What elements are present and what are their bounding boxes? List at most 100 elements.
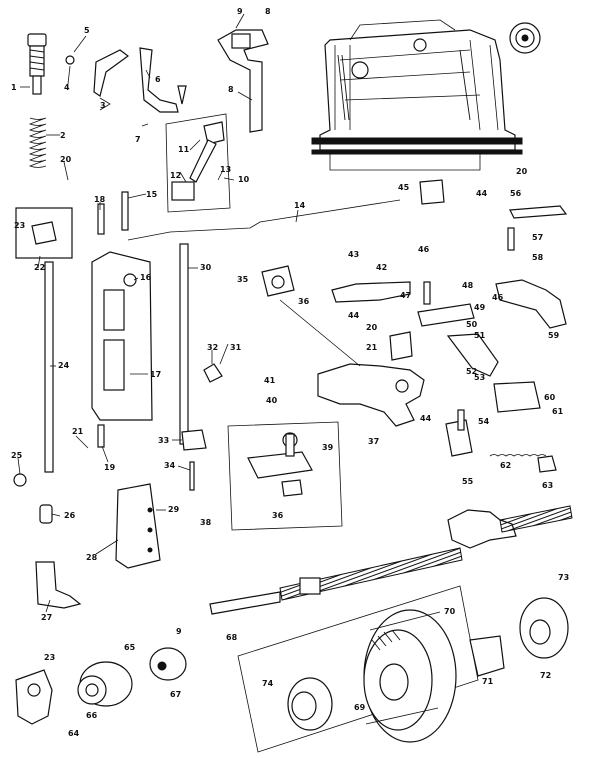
part-label-71: 71 [482, 677, 494, 686]
part-label-43: 43 [348, 250, 359, 259]
part-label-32: 32 [207, 343, 218, 352]
part-label-44-top: 44 [476, 189, 488, 198]
part-label-19: 19 [104, 463, 116, 472]
part-label-13: 13 [220, 165, 231, 174]
part-label-62: 62 [500, 461, 511, 470]
part-label-65: 65 [124, 643, 136, 652]
part-label-48: 48 [462, 281, 474, 290]
part-label-57: 57 [532, 233, 543, 242]
part-label-24: 24 [58, 361, 70, 370]
part-label-51: 51 [474, 331, 486, 340]
hook-assembly-box-drawing [227, 421, 343, 531]
part-label-20-mid: 20 [366, 323, 378, 332]
spring-and-latch-drawing [489, 454, 557, 473]
part-label-7: 7 [135, 135, 141, 144]
part-label-40: 40 [266, 396, 278, 405]
part-label-33: 33 [158, 436, 169, 445]
part-label-17: 17 [150, 370, 161, 379]
part-label-15: 15 [146, 190, 158, 199]
part-label-58: 58 [532, 253, 544, 262]
part-label-46: 46 [418, 245, 430, 254]
part-label-73: 73 [558, 573, 569, 582]
part-label-9-top: 9 [237, 7, 243, 16]
part-label-72: 72 [540, 671, 551, 680]
part-label-74: 74 [262, 679, 274, 688]
part-label-25: 25 [11, 451, 23, 460]
part-label-60: 60 [544, 393, 556, 402]
part-label-66: 66 [86, 711, 98, 720]
part-label-8-top: 8 [265, 7, 271, 16]
part-label-52: 52 [466, 367, 477, 376]
presser-bar-parts-drawing [13, 33, 82, 609]
part-label-26: 26 [64, 511, 76, 520]
part-label-46-right: 46 [492, 293, 504, 302]
bobbin-case-holder-drawing [279, 299, 425, 427]
part-label-18: 18 [94, 195, 106, 204]
part-label-61: 61 [552, 407, 564, 416]
part-label-31: 31 [230, 343, 242, 352]
part-label-35: 35 [237, 275, 249, 284]
part-label-42: 42 [376, 263, 387, 272]
part-label-6: 6 [155, 75, 161, 84]
part-label-37: 37 [368, 437, 379, 446]
tension-parts-drawing [261, 265, 295, 297]
part-label-23-lower: 23 [44, 653, 55, 662]
part-label-11: 11 [178, 145, 190, 154]
part-label-3: 3 [100, 101, 106, 110]
part-label-38: 38 [200, 518, 212, 527]
part-label-44-mid: 44 [348, 311, 360, 320]
part-label-67: 67 [170, 690, 181, 699]
part-label-59: 59 [548, 331, 560, 340]
part-label-21-mid: 21 [366, 343, 378, 352]
feed-regulator-drawing [495, 205, 568, 329]
part-label-28: 28 [86, 553, 98, 562]
part-label-20: 20 [60, 155, 72, 164]
part-label-21: 21 [72, 427, 84, 436]
bracket-drawing [115, 483, 161, 569]
thread-guide-frame-drawing [91, 203, 153, 448]
part-label-54: 54 [478, 417, 490, 426]
part-label-8: 8 [228, 85, 234, 94]
part-label-41: 41 [264, 376, 276, 385]
part-label-14: 14 [294, 201, 306, 210]
part-label-9-lower: 9 [176, 627, 182, 636]
part-label-5: 5 [84, 26, 90, 35]
part-label-20-right: 20 [516, 167, 528, 176]
part-label-45: 45 [398, 183, 410, 192]
part-label-64: 64 [68, 729, 80, 738]
part-label-44-low: 44 [420, 414, 432, 423]
part-label-69: 69 [354, 703, 366, 712]
part-label-4: 4 [64, 83, 70, 92]
leader-lines [17, 13, 299, 613]
part-label-22: 22 [34, 263, 45, 272]
part-label-50: 50 [466, 320, 478, 329]
part-label-47: 47 [400, 291, 411, 300]
part-label-10: 10 [238, 175, 250, 184]
part-label-12: 12 [170, 171, 181, 180]
part-label-70: 70 [444, 607, 456, 616]
part-label-2: 2 [60, 131, 66, 140]
needle-bar-drawing [179, 243, 223, 491]
main-shaft-drawing [209, 505, 573, 615]
part-label-55: 55 [462, 477, 474, 486]
upper-parts-drawing [65, 29, 269, 213]
machine-frame-drawing [311, 19, 541, 171]
part-label-16: 16 [140, 273, 152, 282]
part-label-68: 68 [226, 633, 238, 642]
handwheel-assembly-drawing [237, 585, 569, 753]
part-number-labels: 1 2 3 4 5 6 7 8 9 8 10 11 12 13 14 15 16… [11, 7, 569, 738]
part-label-53: 53 [474, 373, 485, 382]
part-label-36: 36 [298, 297, 310, 306]
part-label-49: 49 [474, 303, 486, 312]
part-label-23: 23 [14, 221, 25, 230]
part-label-1: 1 [11, 83, 17, 92]
part-label-36-lower: 36 [272, 511, 284, 520]
part-label-56: 56 [510, 189, 522, 198]
part-label-30: 30 [200, 263, 212, 272]
part-label-34: 34 [164, 461, 176, 470]
feed-linkage-drawing [331, 179, 541, 457]
bushing-parts-drawing [15, 647, 187, 725]
rod-parts-drawing [121, 191, 401, 241]
part-label-63: 63 [542, 481, 553, 490]
